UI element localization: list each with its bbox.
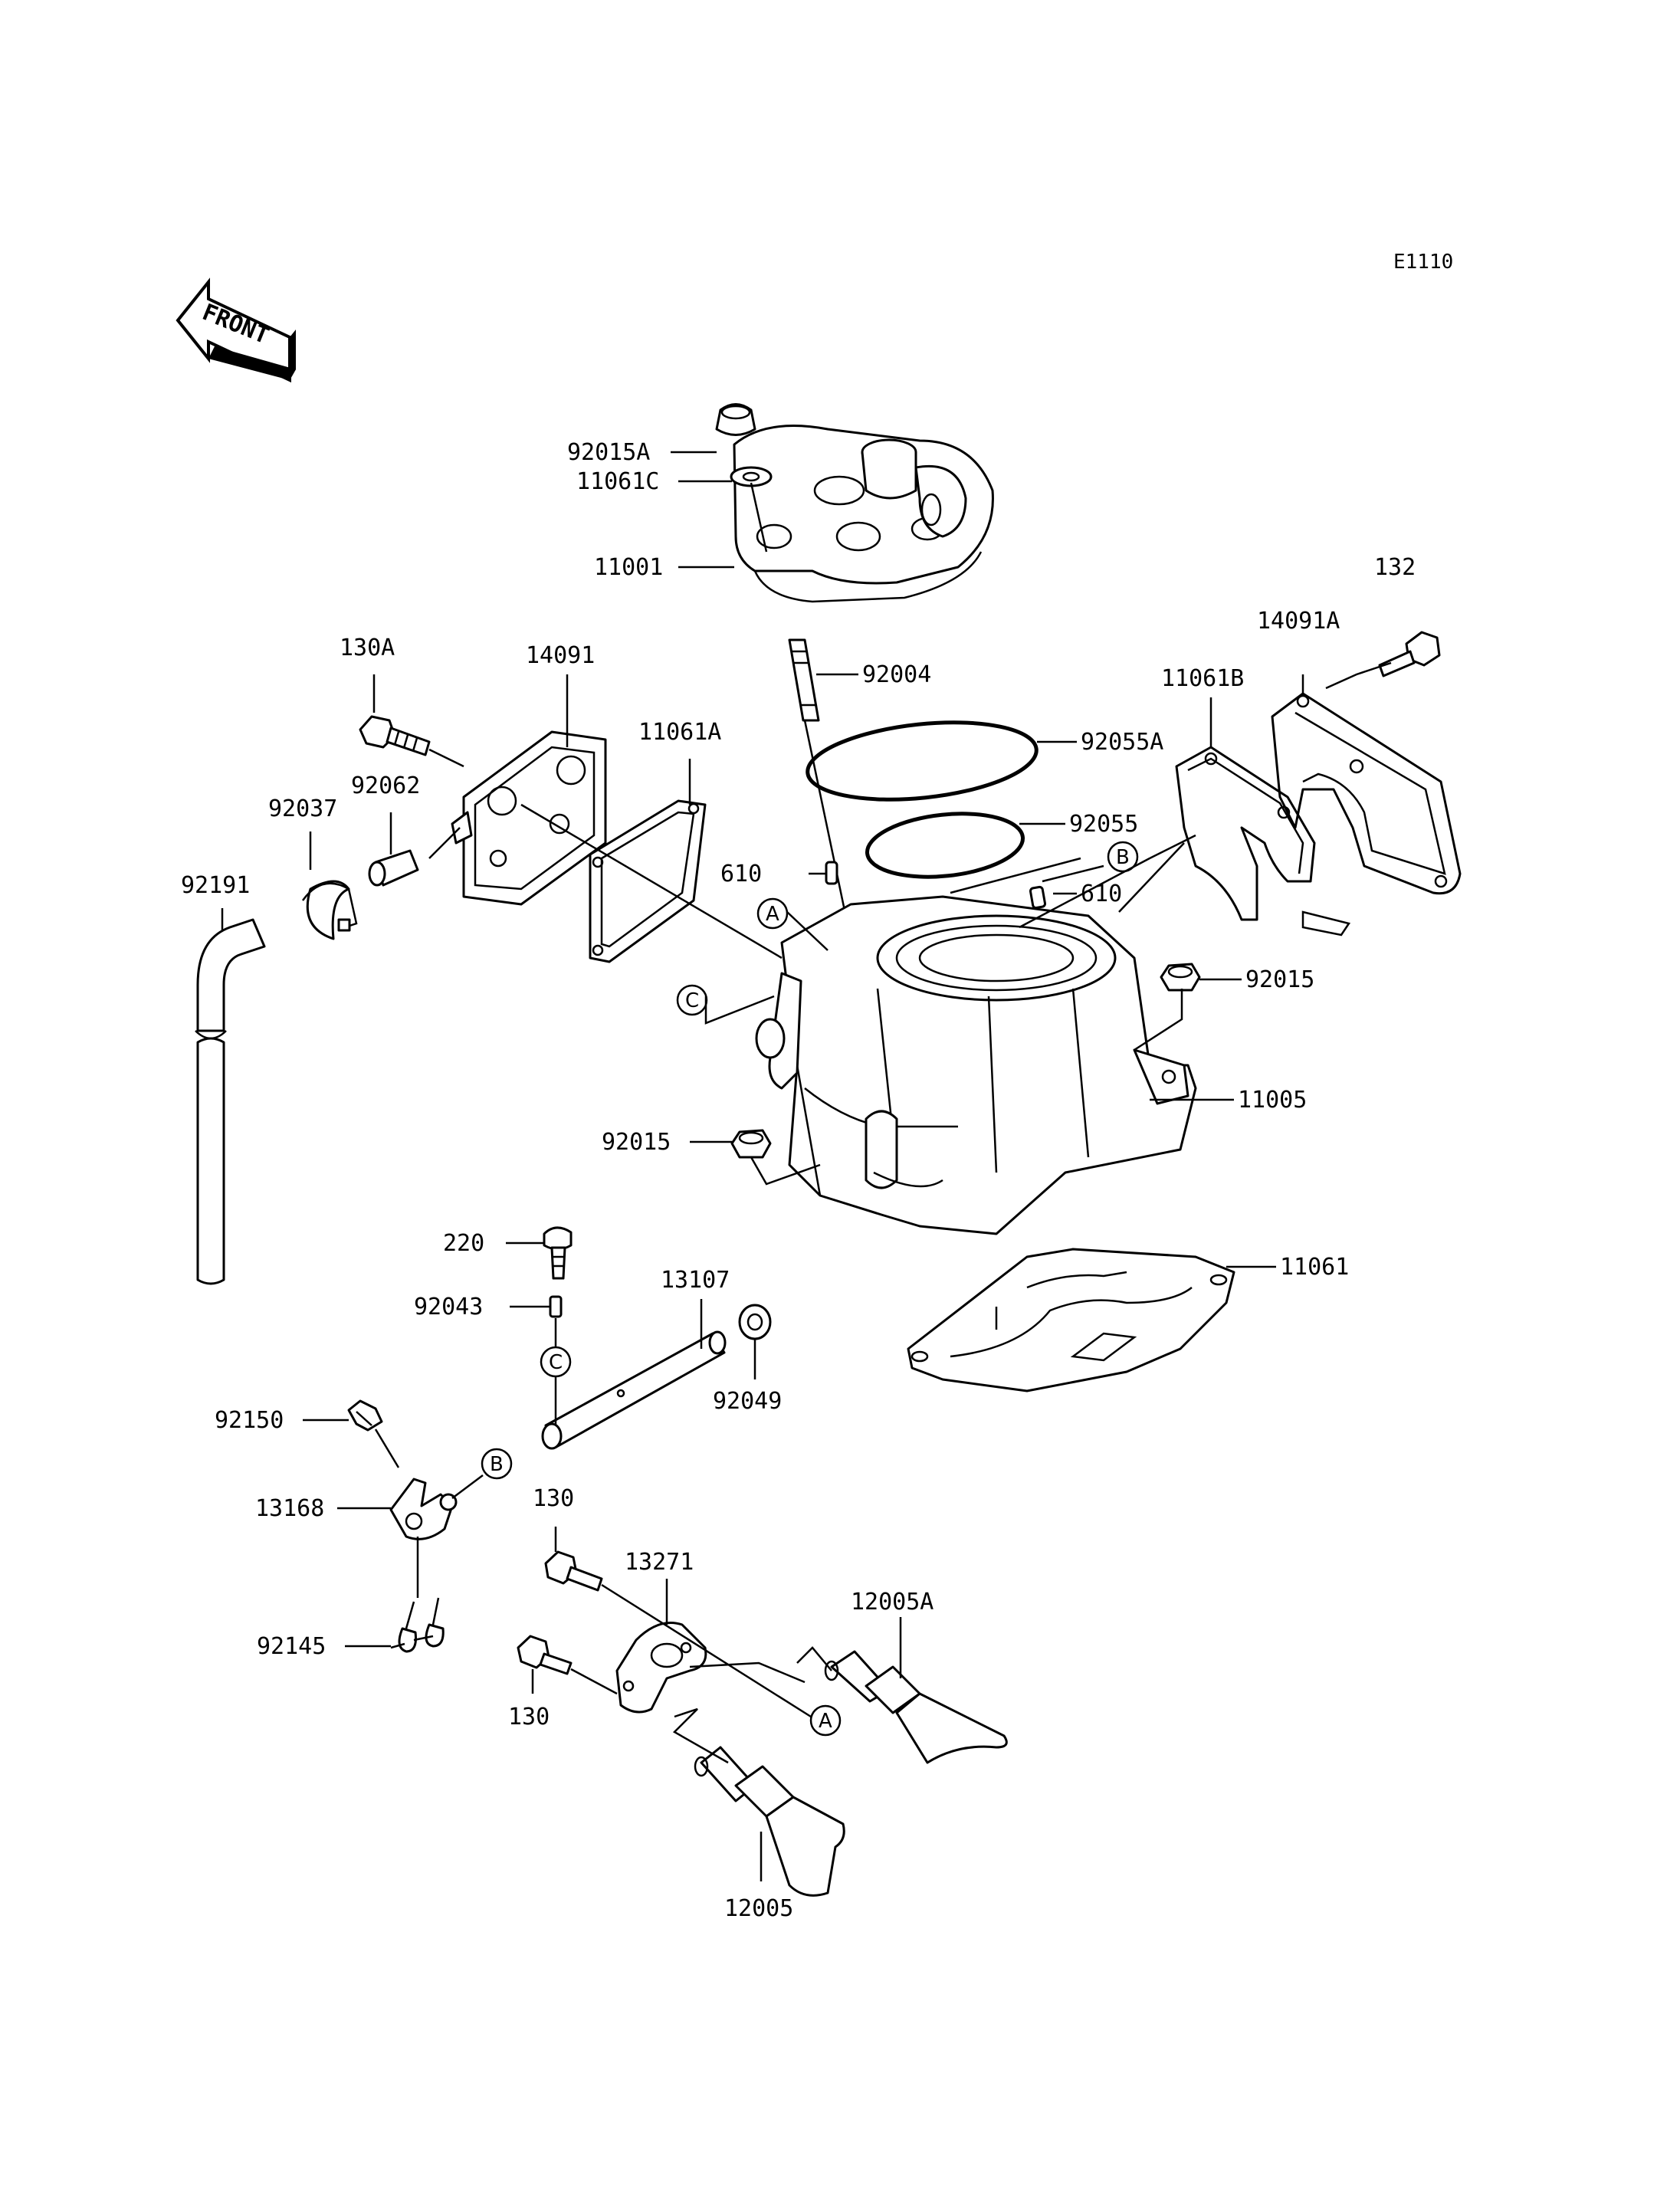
svg-text:A: A xyxy=(819,1710,832,1733)
ref-A-lower: A xyxy=(809,1704,842,1737)
label-130-lower: 130 xyxy=(508,1704,550,1730)
label-92015-right: 92015 xyxy=(1245,966,1314,993)
ref-B-upper: B xyxy=(1107,841,1139,873)
label-11001: 11001 xyxy=(594,554,663,581)
label-92015A: 92015A xyxy=(567,439,650,466)
valve-cover-14091 xyxy=(451,730,607,906)
label-132: 132 xyxy=(1374,554,1416,581)
part-labels: 92015A 11061C 11001 132 14091A 11061B 13… xyxy=(181,439,1416,1922)
clamp-92037-icon xyxy=(301,880,358,940)
label-610-left: 610 xyxy=(720,861,762,887)
svg-text:A: A xyxy=(766,903,779,926)
gasket-11061A xyxy=(589,799,707,963)
label-92055: 92055 xyxy=(1069,811,1138,838)
label-130-upper: 130 xyxy=(533,1485,574,1512)
label-13271: 13271 xyxy=(625,1549,694,1576)
label-220: 220 xyxy=(443,1230,484,1257)
label-92150: 92150 xyxy=(215,1407,284,1434)
gasket-11061B xyxy=(1175,746,1351,936)
pin-92043-icon xyxy=(549,1295,563,1318)
label-92049: 92049 xyxy=(713,1388,782,1415)
ref-C-upper: C xyxy=(676,984,708,1016)
svg-text:C: C xyxy=(685,989,699,1012)
cylinder-head-11001 xyxy=(733,425,994,603)
label-92055A: 92055A xyxy=(1081,729,1163,756)
diagram-code: E1110 xyxy=(1393,251,1453,274)
gasket-13271-icon xyxy=(615,1622,707,1714)
svg-text:B: B xyxy=(1116,846,1130,869)
valve-12005A-icon xyxy=(824,1650,1008,1764)
screw-220-icon xyxy=(543,1226,573,1280)
label-11061: 11061 xyxy=(1280,1254,1349,1281)
shaft-13107-icon xyxy=(541,1330,727,1450)
valve-12005-icon xyxy=(694,1746,845,1897)
ref-B-lower: B xyxy=(481,1448,513,1480)
bolt-132-icon xyxy=(1378,631,1441,677)
cover-14091A xyxy=(1271,692,1462,895)
bolt-130-upper-icon xyxy=(544,1550,603,1592)
lever-13168-icon xyxy=(389,1478,458,1540)
label-92191: 92191 xyxy=(181,872,250,899)
hose-92191-icon xyxy=(195,918,266,1285)
label-13107: 13107 xyxy=(661,1267,730,1294)
o-ring-92055A-icon xyxy=(806,720,1039,802)
label-92004: 92004 xyxy=(862,661,931,688)
label-92145: 92145 xyxy=(257,1633,326,1660)
label-12005: 12005 xyxy=(724,1895,793,1922)
label-13168: 13168 xyxy=(255,1495,324,1522)
ref-A-upper: A xyxy=(756,897,789,930)
front-arrow-icon: FRONT xyxy=(176,277,296,383)
label-92043: 92043 xyxy=(414,1294,483,1320)
label-14091A: 14091A xyxy=(1257,608,1340,635)
nut-92015-left-icon xyxy=(730,1129,772,1159)
label-11061C: 11061C xyxy=(576,468,659,495)
label-14091: 14091 xyxy=(526,642,595,669)
base-gasket-11061 xyxy=(907,1248,1235,1392)
label-11061B: 11061B xyxy=(1161,665,1244,692)
dowel-610-right-icon xyxy=(1029,885,1047,910)
label-130A: 130A xyxy=(340,635,395,661)
svg-text:B: B xyxy=(490,1453,504,1476)
dowel-610-left-icon xyxy=(825,861,838,885)
nut-92015A-icon xyxy=(715,403,756,436)
bolt-92150-icon xyxy=(347,1399,383,1432)
o-ring-92055-icon xyxy=(865,812,1025,879)
label-610-right: 610 xyxy=(1081,881,1122,907)
leader-lines xyxy=(221,451,1392,1881)
bolt-130A-icon xyxy=(359,715,431,756)
bolt-130-lower-icon xyxy=(517,1635,573,1675)
spring-92145-icon xyxy=(390,1597,445,1653)
svg-text:C: C xyxy=(549,1351,563,1374)
nut-92015-right-icon xyxy=(1160,963,1201,992)
cylinder-11005 xyxy=(755,895,1197,1235)
label-92062: 92062 xyxy=(351,772,420,799)
ref-C-lower: C xyxy=(540,1346,572,1378)
seal-92049-icon xyxy=(738,1304,772,1340)
label-92015-left: 92015 xyxy=(602,1129,671,1156)
washer-11061C-icon xyxy=(730,466,773,487)
fitting-92062-icon xyxy=(368,849,419,887)
label-11005: 11005 xyxy=(1238,1087,1307,1114)
label-11061A: 11061A xyxy=(638,719,721,746)
label-12005A: 12005A xyxy=(851,1589,934,1615)
label-92037: 92037 xyxy=(268,795,337,822)
